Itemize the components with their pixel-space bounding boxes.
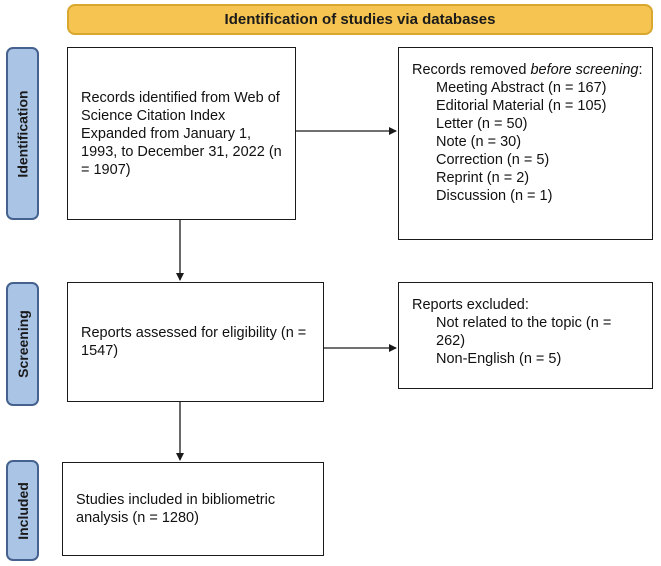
list-item: Discussion (n = 1) bbox=[436, 188, 553, 204]
list-item: Reprint (n = 2) bbox=[436, 170, 530, 186]
reports-excluded-title: Reports excluded: bbox=[412, 297, 529, 313]
records-removed-title: Records removed before screening: bbox=[412, 62, 643, 78]
list-item: Correction (n = 5) bbox=[436, 152, 550, 168]
header-title: Identification of studies via databases bbox=[224, 11, 496, 28]
reports-excluded-list: Not related to the topic (n = 262) Non-E… bbox=[412, 314, 644, 368]
list-item: Note (n = 30) bbox=[436, 134, 522, 150]
records-removed-box: Records removed before screening: Meetin… bbox=[398, 47, 653, 240]
reports-assessed-box: Reports assessed for eligibility (n = 15… bbox=[67, 282, 324, 402]
stage-label-identification: Identification bbox=[6, 47, 39, 220]
list-item: Editorial Material (n = 105) bbox=[436, 98, 607, 114]
header-banner: Identification of studies via databases bbox=[67, 4, 653, 35]
reports-excluded-box: Reports excluded: Not related to the top… bbox=[398, 282, 653, 389]
studies-included-box: Studies included in bibliometric analysi… bbox=[62, 462, 324, 556]
reports-assessed-text: Reports assessed for eligibility (n = 15… bbox=[81, 325, 307, 359]
stage-label-screening: Screening bbox=[6, 282, 39, 406]
list-item: Not related to the topic (n = 262) bbox=[436, 315, 612, 349]
records-identified-text: Records identified from Web of Science C… bbox=[81, 89, 282, 178]
studies-included-text: Studies included in bibliometric analysi… bbox=[76, 492, 276, 526]
records-removed-list: Meeting Abstract (n = 167) Editorial Mat… bbox=[412, 79, 644, 205]
records-identified-box: Records identified from Web of Science C… bbox=[67, 47, 296, 220]
list-item: Meeting Abstract (n = 167) bbox=[436, 80, 607, 96]
stage-label-included: Included bbox=[6, 460, 39, 561]
list-item: Letter (n = 50) bbox=[436, 116, 528, 132]
list-item: Non-English (n = 5) bbox=[436, 351, 562, 367]
